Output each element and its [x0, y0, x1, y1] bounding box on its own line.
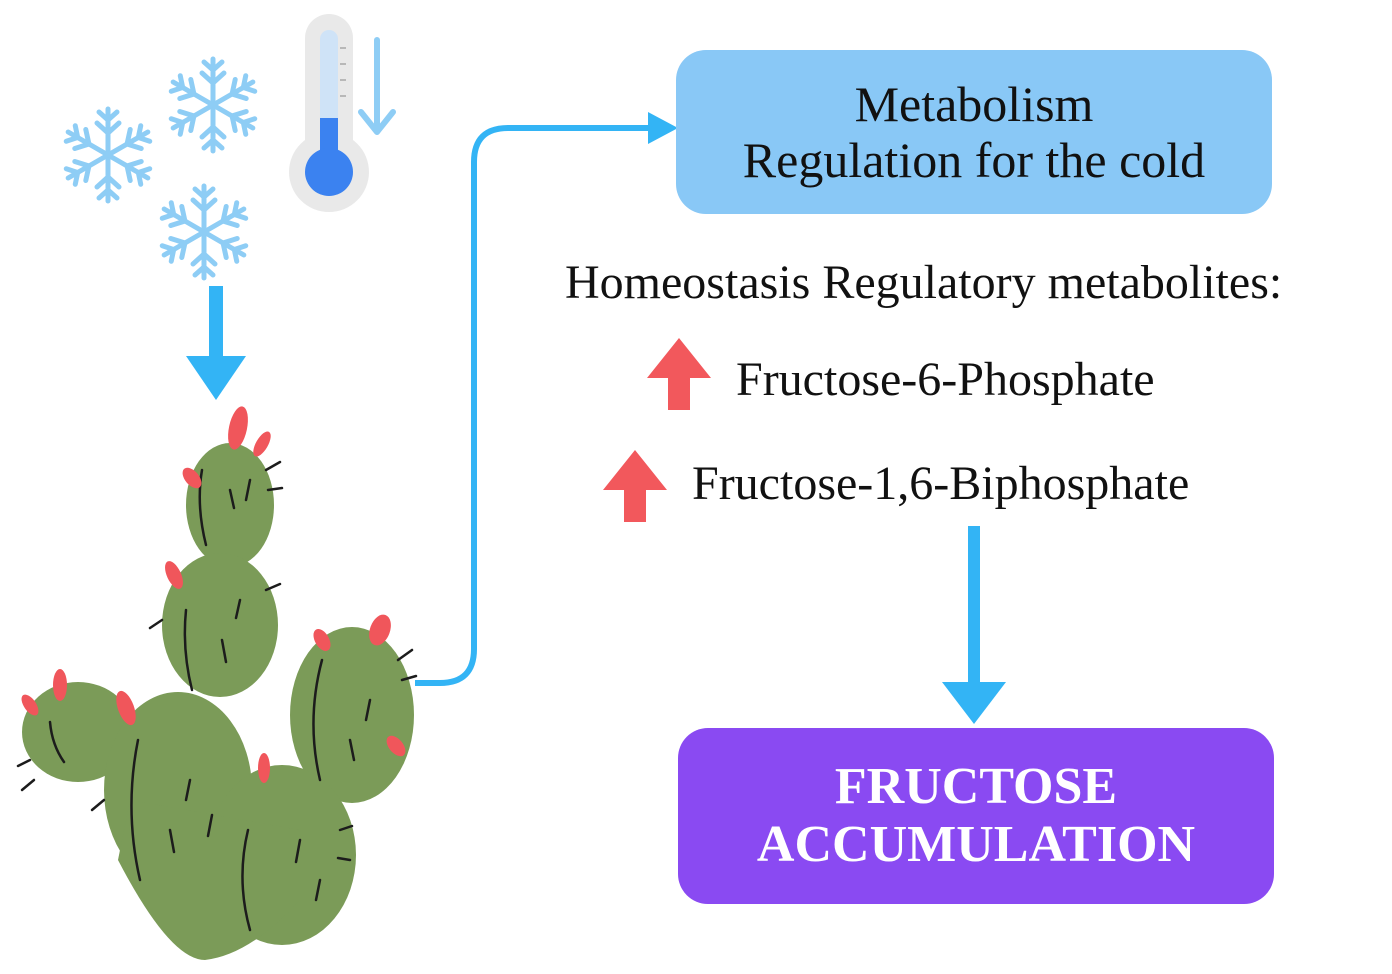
- flow-arrow-cactus-to-metabolism: [415, 112, 678, 686]
- snowflake-icon: [159, 186, 250, 278]
- accumulation-box-line1: FRUCTOSE: [834, 758, 1118, 815]
- thermometer-icon: [289, 14, 369, 212]
- snowflake-icon: [168, 59, 259, 151]
- metabolism-box-line2: Regulation for the cold: [742, 132, 1206, 188]
- metabolism-box-line1: Metabolism: [854, 76, 1094, 132]
- accumulation-box-line2: ACCUMULATION: [756, 816, 1196, 873]
- metabolism-regulation-box: Metabolism Regulation for the cold: [676, 50, 1272, 214]
- up-arrow-icon: [647, 338, 711, 410]
- cactus-icon: [16, 406, 418, 960]
- metabolite-label: Fructose-6-Phosphate: [736, 353, 1155, 406]
- snowflake-icon: [63, 109, 154, 201]
- metabolites-heading: Homeostasis Regulatory metabolites:: [565, 256, 1283, 309]
- flow-arrow-cold-to-cactus: [186, 286, 246, 400]
- metabolite-label: Fructose-1,6-Biphosphate: [692, 457, 1190, 510]
- up-arrow-icon: [603, 450, 667, 522]
- flow-arrow-to-accumulation: [942, 526, 1006, 724]
- temperature-down-arrow-icon: [358, 37, 396, 135]
- fructose-accumulation-box: FRUCTOSE ACCUMULATION: [678, 728, 1274, 904]
